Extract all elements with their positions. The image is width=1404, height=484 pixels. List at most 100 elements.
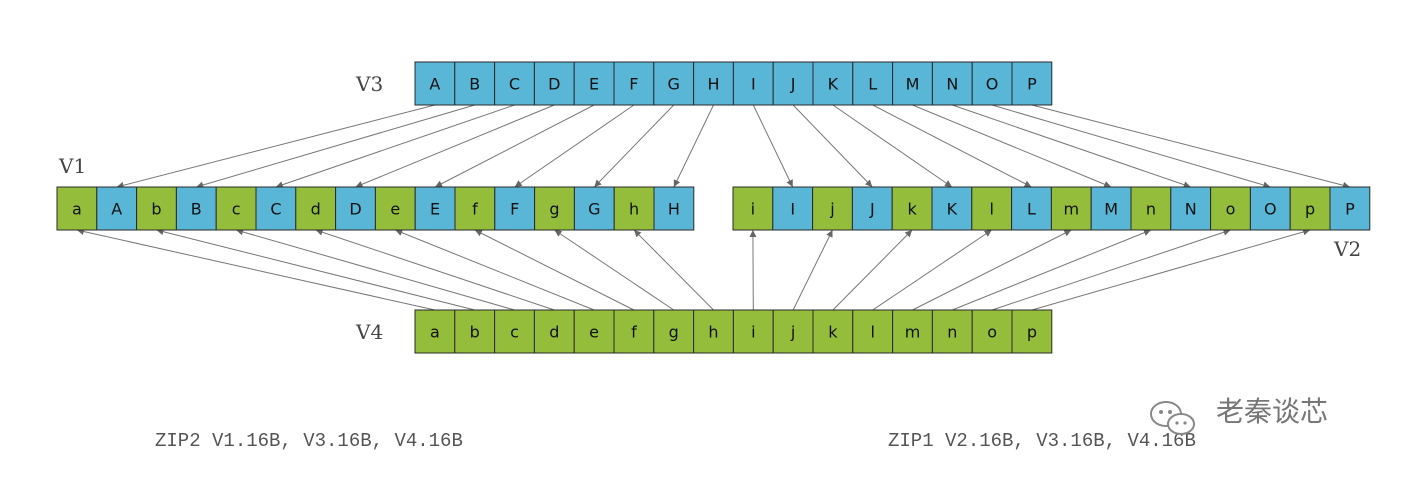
v1-cell-label: h: [629, 200, 639, 219]
v1-cell-label: G: [588, 200, 600, 219]
v2-label: V2: [1333, 237, 1361, 261]
v3-cell-box: [573, 61, 615, 106]
wechat-icon: [1150, 401, 1195, 435]
v3-cell-label: A: [429, 75, 440, 94]
v2-cell-label: O: [1264, 200, 1277, 219]
arrow-v3-to-v1: [355, 104, 555, 188]
v4-cell: h: [693, 309, 734, 354]
v3-cell-box: [812, 61, 854, 106]
v4-cell-box: [414, 309, 456, 354]
v2-cell: L: [1011, 186, 1052, 231]
v4-cell-box: [772, 309, 814, 354]
v1-cell-label: g: [549, 200, 559, 219]
v4-cell: c: [494, 309, 535, 354]
v1-cell-box: [374, 186, 416, 231]
arrow-v4-to-v1: [235, 228, 515, 311]
v1-cell-box: [414, 186, 456, 231]
v4-cell-box: [653, 309, 695, 354]
v4-cell-label: p: [1027, 323, 1037, 342]
v4-cell-label: m: [905, 323, 921, 342]
v3-cell: E: [573, 61, 615, 106]
v2-cell: n: [1130, 186, 1172, 231]
v3-cell-box: [1011, 61, 1053, 106]
v1-cell-label: f: [472, 200, 478, 219]
v4-cell: g: [653, 309, 695, 354]
v2-cell-label: i: [751, 200, 755, 219]
v1-cell-label: b: [151, 200, 161, 219]
v2-cell: p: [1289, 186, 1331, 231]
v3-cell: I: [732, 61, 774, 106]
v1-cell: d: [295, 186, 337, 231]
v4-cell-label: g: [669, 323, 679, 342]
v4-cell: a: [414, 309, 456, 354]
v4-cell-box: [1011, 309, 1053, 354]
arrows-group: [76, 104, 1351, 311]
v4-cell-label: b: [470, 323, 480, 342]
arrow-v3-to-v1: [275, 104, 515, 189]
v3-cell: F: [613, 61, 655, 106]
v4-cell-box: [533, 309, 575, 354]
v2-cell-label: l: [989, 200, 993, 219]
v2-cell-box: [1011, 186, 1052, 231]
arrow-v4-to-v2: [952, 229, 1152, 311]
v1-cell-label: B: [191, 200, 202, 219]
arrow-v4-to-v1: [474, 229, 635, 311]
arrow-v3-to-v2: [872, 104, 1032, 188]
v3-cell: H: [693, 61, 734, 106]
v3-cell: L: [852, 61, 894, 106]
arrow-v4-to-v2: [832, 229, 913, 311]
v1-cell-label: c: [232, 200, 241, 219]
v3-cell-label: C: [509, 75, 520, 94]
v4-cell-label: f: [631, 323, 637, 342]
arrow-v4-to-v2: [912, 229, 1072, 311]
v2-cell-label: J: [869, 200, 875, 219]
v1-cell-box: [454, 186, 496, 231]
v2-cell: I: [772, 186, 814, 231]
v1-cell-box: [56, 186, 98, 231]
v4-cell-label: j: [790, 323, 795, 342]
v2-cell-label: k: [907, 200, 917, 219]
v1-cell: a: [56, 186, 98, 231]
v4-cell-label: h: [708, 323, 718, 342]
v1-cell-label: E: [430, 200, 440, 219]
v2-cell-box: [1130, 186, 1172, 231]
v4-cell-label: a: [430, 323, 440, 342]
v4-cell: k: [812, 309, 854, 354]
v3-cell-label: O: [986, 75, 999, 94]
v4-cell: n: [931, 309, 973, 354]
v4-cell: b: [454, 309, 496, 354]
v1-cell-label: d: [311, 200, 321, 219]
v4-cell-label: c: [510, 323, 519, 342]
v1-cell-label: F: [510, 200, 519, 219]
v2-cell-box: [772, 186, 814, 231]
v1-cell: e: [374, 186, 416, 231]
v3-cell-box: [693, 61, 734, 106]
v1-cell-label: H: [668, 200, 680, 219]
v3-cell: B: [454, 61, 496, 106]
v2-cell-box: [1170, 186, 1212, 231]
v4-cell-label: n: [947, 323, 957, 342]
v2-cell-label: M: [1104, 200, 1118, 219]
arrow-v4-to-v1: [156, 228, 475, 311]
v1-cell-box: [573, 186, 615, 231]
v1-cell: G: [573, 186, 615, 231]
arrow-v3-to-v2: [752, 104, 794, 188]
v3-cell-box: [852, 61, 894, 106]
v2-cell-label: P: [1345, 200, 1355, 219]
v3-cell: C: [494, 61, 535, 106]
v3-cell: D: [533, 61, 575, 106]
v4-label: V4: [355, 320, 383, 344]
v4-cell-label: e: [589, 323, 599, 342]
v2-cell: K: [931, 186, 973, 231]
v3-cell-label: P: [1027, 75, 1037, 94]
v3-cell: N: [931, 61, 973, 106]
v4-cell: m: [892, 309, 933, 354]
v4-cell: e: [573, 309, 615, 354]
v2-cell: J: [851, 186, 893, 231]
v2-cell-label: n: [1146, 200, 1156, 219]
arrow-v4-to-v2: [991, 228, 1231, 311]
v4-cell-label: k: [828, 323, 838, 342]
v2-cell-label: N: [1185, 200, 1197, 219]
watermark-text: 老秦谈芯: [1216, 395, 1328, 428]
